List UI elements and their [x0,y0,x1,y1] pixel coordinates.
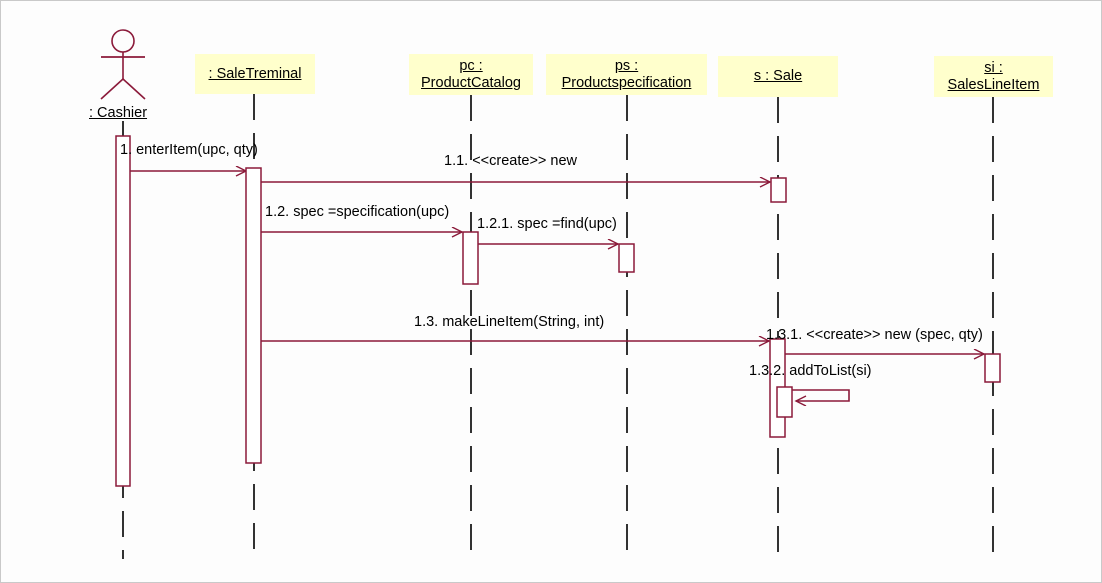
message-find-label: 1.2.1. spec =find(upc) [477,216,617,232]
object-box-lineitem-line-0: si : [984,59,1003,76]
actor-head-icon [111,29,135,53]
activation-catalog[interactable] [462,231,479,285]
message-enter-item-label: 1. enterItem(upc, qty) [120,142,258,158]
object-box-sale[interactable]: s : Sale [718,56,838,97]
activation-cashier[interactable] [115,135,131,487]
message-create-line-item-label: 1.3.1. <<create>> new (spec, qty) [766,327,983,343]
object-box-lineitem-line-1: SalesLineItem [947,76,1040,93]
activation-bars-layer [115,135,1001,487]
activation-sale-nested[interactable] [776,386,793,418]
object-box-spec[interactable]: ps :Productspecification [546,54,707,95]
actor-label-cashier: : Cashier [89,105,148,121]
object-box-lineitem[interactable]: si :SalesLineItem [934,56,1053,97]
message-specification-label: 1.2. spec =specification(upc) [265,204,450,220]
object-box-spec-line-0: ps : [614,57,639,74]
message-add-to-list-arrow[interactable] [785,389,850,401]
actor-leg-right-icon [122,78,146,100]
object-box-spec-line-1: Productspecification [561,74,692,91]
actor-leg-left-icon [100,78,124,100]
message-add-to-list-label: 1.3.2. addToList(si) [749,363,872,379]
message-create-sale-label: 1.1. <<create>> new [444,153,578,169]
activation-terminal[interactable] [245,167,262,464]
messages-layer [123,171,984,401]
message-make-line-item-label: 1.3. makeLineItem(String, int) [414,314,605,330]
object-box-sale-line-0: s : Sale [753,68,803,84]
object-box-catalog-line-1: ProductCatalog [421,74,521,91]
object-box-terminal-line-0: : SaleTreminal [208,65,302,82]
activation-sale-create[interactable] [770,177,787,203]
actor-figure-layer [100,29,146,100]
object-box-catalog[interactable]: pc :ProductCatalog [409,54,533,95]
object-box-catalog-line-0: pc : [459,57,483,74]
activation-spec[interactable] [618,243,635,273]
object-box-terminal[interactable]: : SaleTreminal [195,54,315,94]
activation-lineitem[interactable] [984,353,1001,383]
